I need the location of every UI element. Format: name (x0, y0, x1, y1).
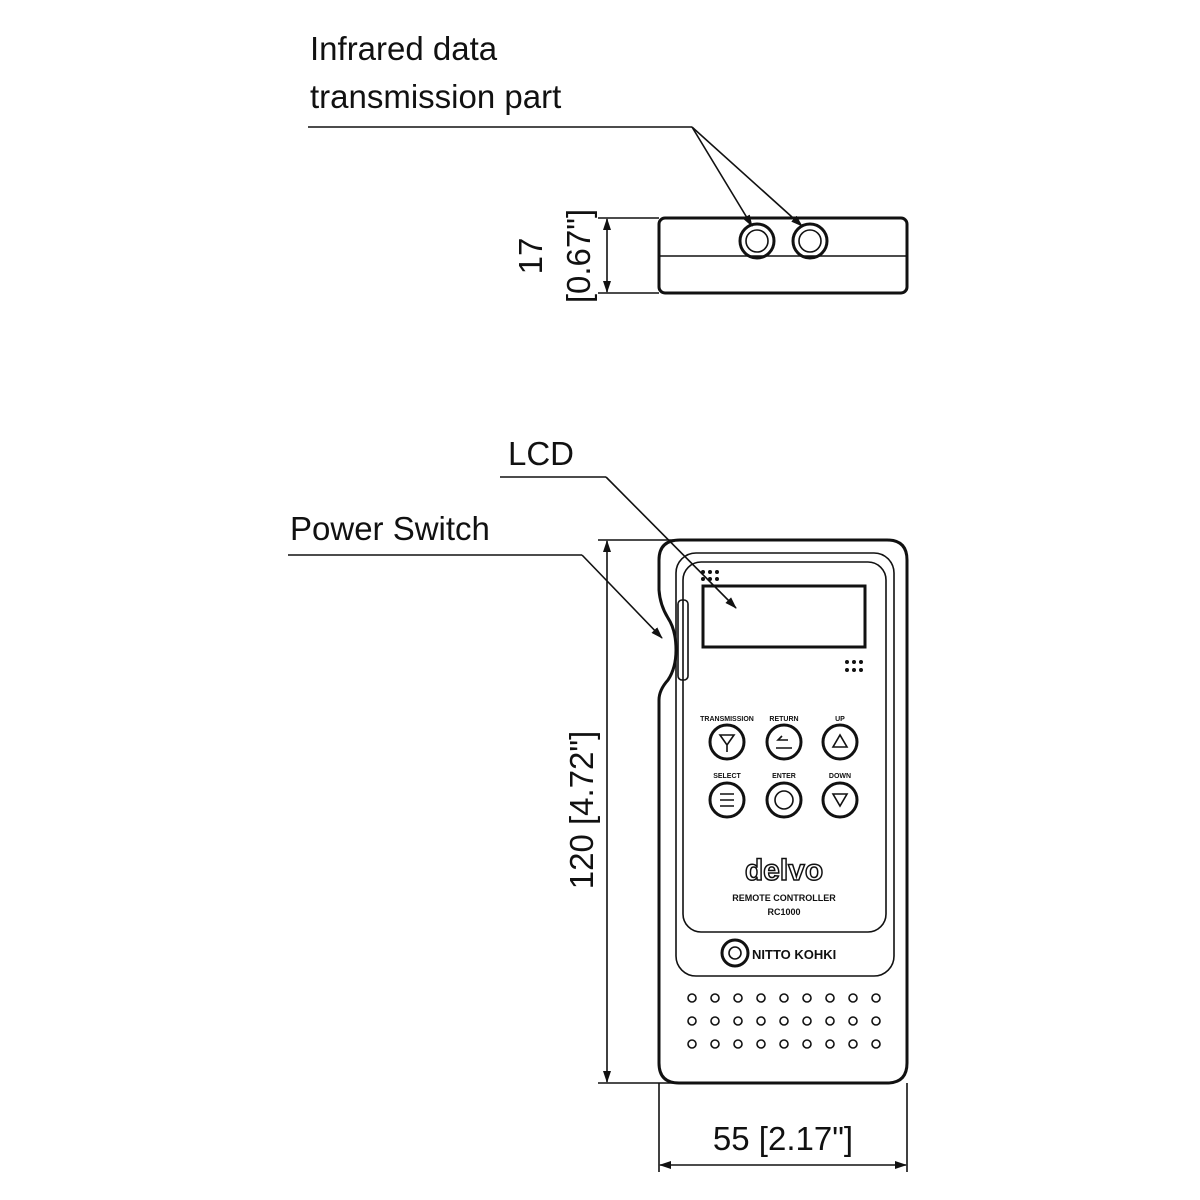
button-down: DOWN (821, 773, 859, 819)
svg-text:ENTER: ENTER (772, 773, 796, 780)
svg-text:UP: UP (835, 716, 845, 723)
grille-hole (710, 1039, 720, 1049)
front-view (657, 538, 909, 1085)
grille-hole (756, 993, 766, 1003)
dim-height-in: [0.67"] (560, 209, 597, 303)
grille-hole (802, 993, 812, 1003)
grille-hole (848, 993, 858, 1003)
model-name: RC1000 (767, 907, 800, 917)
grille-hole (756, 1039, 766, 1049)
grille-hole (779, 993, 789, 1003)
dim-length: 120 [4.72"] (563, 731, 600, 890)
infrared-leader (308, 126, 803, 227)
grille-hole (825, 993, 835, 1003)
svg-text:TRANSMISSION: TRANSMISSION (700, 716, 754, 723)
grille-hole (825, 1016, 835, 1026)
button-enter: ENTER (765, 773, 803, 819)
grille-hole (871, 1016, 881, 1026)
label-infrared-line1: Infrared data (310, 30, 498, 67)
label-power-switch: Power Switch (290, 510, 490, 547)
grille-hole (825, 1039, 835, 1049)
grille-hole (733, 993, 743, 1003)
svg-text:SELECT: SELECT (713, 773, 741, 780)
grille-hole (710, 993, 720, 1003)
grille-hole (779, 1016, 789, 1026)
grille-hole (848, 1016, 858, 1026)
grille-hole (802, 1039, 812, 1049)
grille-hole (733, 1016, 743, 1026)
grille-hole (871, 993, 881, 1003)
product-name: REMOTE CONTROLLER (732, 893, 836, 903)
grille-hole (779, 1039, 789, 1049)
grille-hole (733, 1039, 743, 1049)
label-infrared-line2: transmission part (310, 78, 561, 115)
dim-height-mm: 17 (512, 238, 549, 275)
dim-width: 55 [2.17"] (713, 1120, 853, 1157)
dimension-120: 120 [4.72"] (563, 539, 680, 1084)
svg-text:RETURN: RETURN (769, 716, 798, 723)
button-up: UP (821, 716, 859, 761)
dimension-55: 55 [2.17"] (658, 1083, 908, 1172)
button-transmission: TRANSMISSION (700, 716, 754, 761)
maker-name: NITTO KOHKI (752, 947, 836, 962)
label-lcd: LCD (508, 435, 574, 472)
button-select: SELECT (708, 773, 746, 819)
top-view (657, 216, 909, 295)
grille-hole (687, 1016, 697, 1026)
grille-hole (687, 993, 697, 1003)
maker-logo-icon (720, 938, 750, 968)
speaker-grille (687, 993, 881, 1049)
power-switch-leader (581, 554, 663, 639)
brand-logo: delvo (745, 854, 823, 887)
grille-hole (871, 1039, 881, 1049)
grille-hole (802, 1016, 812, 1026)
svg-text:DOWN: DOWN (829, 773, 851, 780)
grille-hole (710, 1016, 720, 1026)
dimension-17: 17 [0.67"] (512, 209, 659, 303)
lcd-screen (701, 584, 867, 649)
grille-hole (687, 1039, 697, 1049)
button-return: RETURN (765, 716, 803, 761)
grille-hole (848, 1039, 858, 1049)
grille-hole (756, 1016, 766, 1026)
